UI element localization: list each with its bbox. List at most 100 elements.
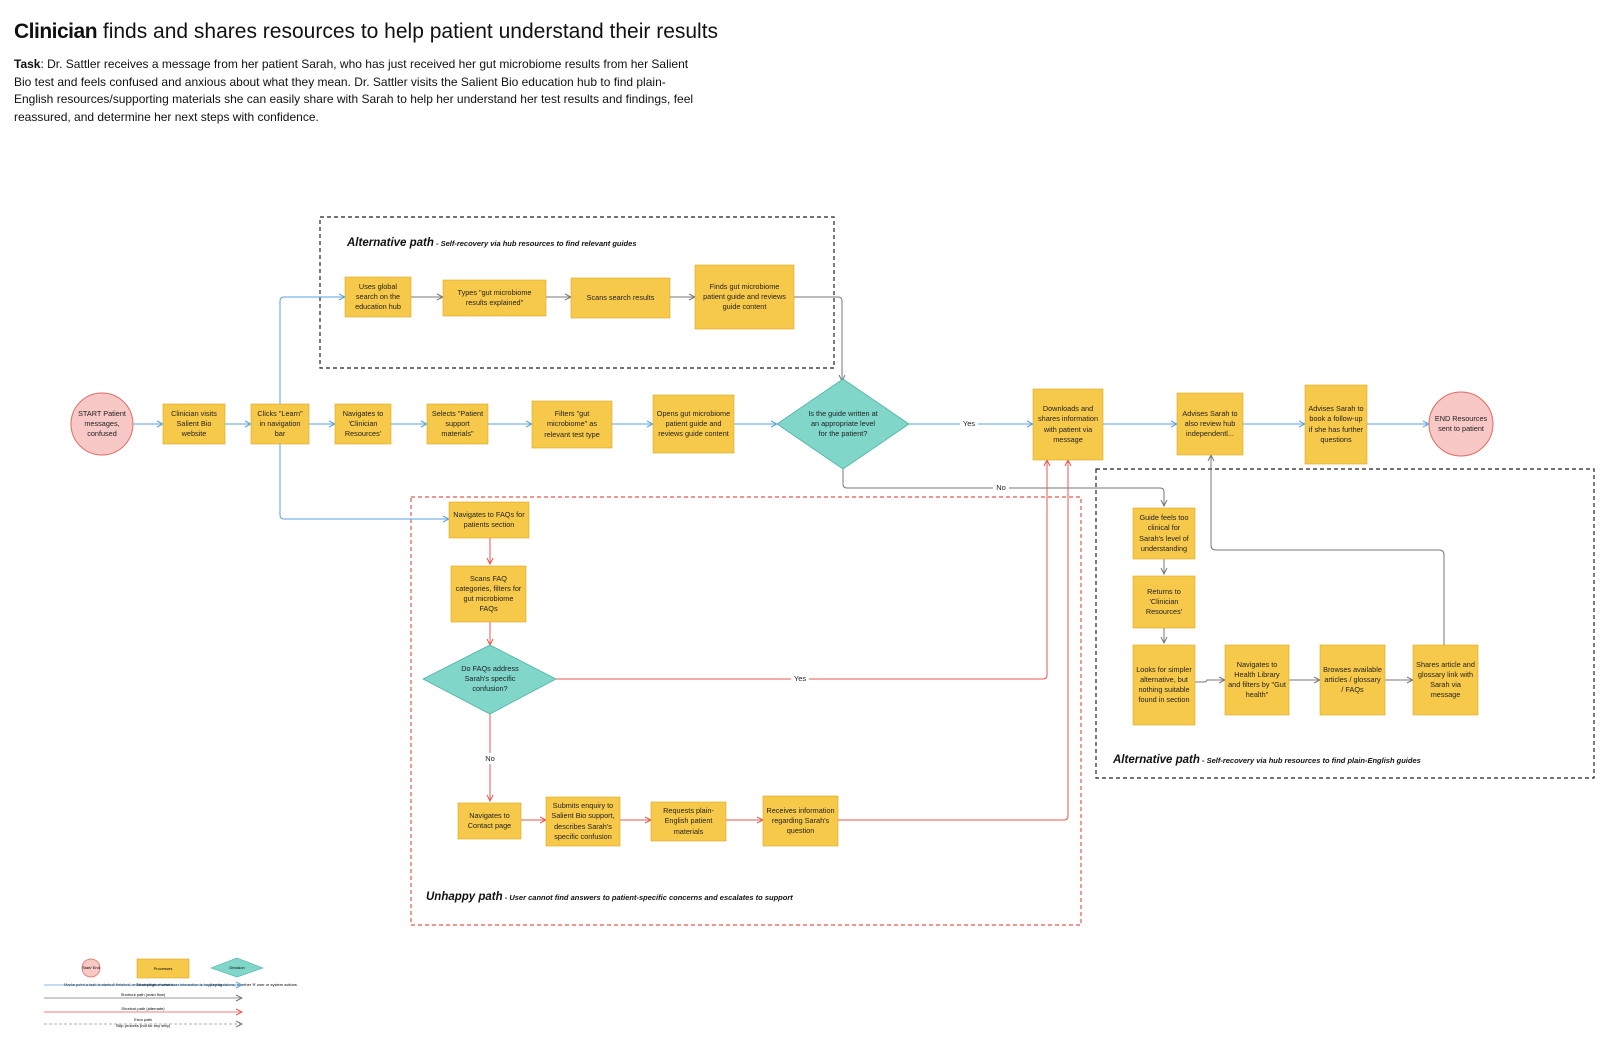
page-title: Clinician finds and shares resources to … bbox=[14, 18, 734, 46]
process-node-box bbox=[250, 403, 310, 445]
process-node-looks: Looks for simpler alternative, but nothi… bbox=[1132, 644, 1196, 726]
process-node-advise-review: Advises Sarah to also review hub indepen… bbox=[1176, 392, 1244, 456]
process-nodes: Clinician visits Salient Bio websiteClic… bbox=[162, 264, 1479, 847]
title-bold: Clinician bbox=[14, 20, 98, 43]
task-text: : Dr. Sattler receives a message from he… bbox=[14, 57, 694, 124]
process-node-label: Scans search results bbox=[586, 292, 655, 302]
edge-labels: Yes No Yes No bbox=[482, 418, 1009, 764]
process-node-label: Requests plain-English patient materials bbox=[663, 806, 714, 836]
alt-top-title: Alternative path bbox=[346, 237, 434, 249]
start-label: START Patient messages, confused bbox=[78, 408, 126, 439]
process-node-box bbox=[694, 264, 795, 330]
legend: Start/ End Processes Decision Marks poin… bbox=[44, 957, 297, 1028]
process-node-label: Looks for simpler alternative, but nothi… bbox=[1136, 664, 1192, 705]
process-node-visit: Clinician visits Salient Bio website bbox=[162, 403, 226, 445]
process-node-support: Selects "Patient support materials" bbox=[426, 403, 489, 445]
legend-decision-label: Decision bbox=[229, 965, 244, 970]
group-alternative-path-right: Alternative path - Self-recovery via hub… bbox=[1095, 468, 1595, 779]
process-node-shares: Shares article and glossary link with Sa… bbox=[1412, 644, 1479, 716]
process-node-tooclinical: Guide feels too clinical for Sarah's lev… bbox=[1132, 507, 1196, 560]
process-node-open: Opens gut microbiome patient guide and r… bbox=[652, 394, 735, 454]
svg-text:Alternative path - Self-recove: Alternative path - Self-recovery via hub… bbox=[1112, 754, 1421, 766]
process-node-finds: Finds gut microbiome patient guide and r… bbox=[694, 264, 795, 330]
process-node-box bbox=[1132, 644, 1196, 726]
process-node-label: Clinician visits Salient Bio website bbox=[171, 408, 217, 439]
process-node-box bbox=[1132, 507, 1196, 560]
legend-line-dashed-label: Skip process (not for any step) bbox=[116, 1023, 171, 1028]
title-rest: finds and shares resources to help patie… bbox=[97, 20, 719, 43]
alt-right-title: Alternative path bbox=[1112, 754, 1200, 766]
process-node-box bbox=[1224, 644, 1290, 716]
process-node-box bbox=[426, 403, 489, 445]
process-node-download: Downloads and shares information with pa… bbox=[1032, 388, 1104, 461]
process-node-label: Browses available articles / glossary / … bbox=[1323, 664, 1382, 695]
process-node-faqnav: Navigates to FAQs for patients section bbox=[448, 501, 530, 539]
legend-process-label: Processes bbox=[154, 966, 173, 971]
process-node-label: Filters "gut microbiome" as relevant tes… bbox=[544, 409, 600, 439]
process-node-box bbox=[442, 279, 547, 317]
start-node: START Patient messages, confused bbox=[70, 392, 134, 456]
legend-line-alt-label: Shortcut path (alternate) bbox=[121, 1006, 165, 1011]
unhappy-subtitle: - User cannot find answers to patient-sp… bbox=[503, 893, 794, 902]
end-label: END Resources sent to patient bbox=[1434, 413, 1488, 433]
process-node-box bbox=[1176, 392, 1244, 456]
process-node-box bbox=[570, 277, 671, 319]
process-node-label: Navigates to FAQs for patients section bbox=[453, 509, 525, 529]
decision-faqs-label: Do FAQs address Sarah's specific confusi… bbox=[461, 663, 519, 694]
process-node-healthlib: Navigates to Health Library and filters … bbox=[1224, 644, 1290, 716]
process-node-label: Opens gut microbiome patient guide and r… bbox=[656, 408, 731, 439]
process-node-box bbox=[450, 565, 527, 623]
process-node-label: Shares article and glossary link with Sa… bbox=[1416, 659, 1475, 700]
legend-terminal-desc: Marks point a task is started/ finished,… bbox=[64, 982, 174, 987]
process-node-returns: Returns to 'Clinician Resources' bbox=[1132, 575, 1196, 629]
process-node-label: Advises Sarah to also review hub indepen… bbox=[1182, 408, 1238, 439]
process-node-box bbox=[762, 795, 839, 847]
process-node-search: Uses global search on the education hub bbox=[344, 276, 412, 318]
process-node-label: Selects "Patient support materials" bbox=[431, 408, 484, 439]
process-node-label: Navigates to 'Clinician Resources' bbox=[342, 408, 384, 439]
process-node-box bbox=[457, 802, 522, 840]
legend-process-desc: Description of what user interaction is … bbox=[136, 982, 222, 987]
process-node-box bbox=[344, 276, 412, 318]
process-node-label: Downloads and shares information with pa… bbox=[1037, 404, 1099, 444]
edge-label-no-1: No bbox=[996, 483, 1006, 492]
svg-text:Unhappy path - User cannot fin: Unhappy path - User cannot find answers … bbox=[426, 891, 793, 903]
process-node-filter: Filters "gut microbiome" as relevant tes… bbox=[531, 400, 613, 449]
process-node-label: Types "gut microbiome results explained" bbox=[457, 287, 532, 307]
process-node-label: Advises Sarah to book a follow-up if she… bbox=[1308, 404, 1364, 444]
process-node-scans: Scans search results bbox=[570, 277, 671, 319]
unhappy-path-connectors bbox=[490, 460, 1068, 820]
task-description: Task: Dr. Sattler receives a message fro… bbox=[14, 56, 704, 126]
legend-line-happy-label: Shortcut path (main flow) bbox=[121, 992, 166, 997]
edge-label-yes-2: Yes bbox=[794, 674, 806, 683]
legend-process-shape bbox=[136, 958, 190, 979]
svg-text:Alternative path - Self-recove: Alternative path - Self-recovery via hub… bbox=[346, 237, 636, 249]
decision-guide-level: Is the guide written at an appropriate l… bbox=[776, 378, 910, 470]
alt-top-subtitle: - Self-recovery via hub resources to fin… bbox=[434, 239, 637, 248]
process-node-label: Uses global search on the education hub bbox=[355, 281, 401, 312]
edge-label-no-2: No bbox=[485, 754, 495, 763]
legend-terminal-label: Start/ End bbox=[82, 965, 100, 970]
legend-terminal-shape bbox=[81, 958, 101, 978]
process-node-box bbox=[448, 501, 530, 539]
legend-line-unhappy-label: Error path bbox=[134, 1017, 152, 1022]
process-node-receives: Receives information regarding Sarah's q… bbox=[762, 795, 839, 847]
process-node-label: Guide feels too clinical for Sarah's lev… bbox=[1139, 513, 1189, 553]
process-node-faqscan: Scans FAQ categories, filters for gut mi… bbox=[450, 565, 527, 623]
legend-decision-desc: Key decisions, whether 'if' user or syst… bbox=[210, 982, 297, 987]
process-node-box bbox=[162, 403, 226, 445]
process-node-advise-book: Advises Sarah to book a follow-up if she… bbox=[1304, 384, 1368, 465]
process-node-label: Navigates to Contact page bbox=[467, 810, 512, 830]
process-node-box bbox=[1304, 384, 1368, 465]
process-node-box bbox=[652, 394, 735, 454]
process-node-label: Scans FAQ categories, filters for gut mi… bbox=[455, 573, 522, 614]
process-node-label: Finds gut microbiome patient guide and r… bbox=[703, 281, 786, 312]
edge-label-yes-1: Yes bbox=[963, 419, 975, 428]
process-node-label: Receives information regarding Sarah's q… bbox=[766, 805, 835, 836]
process-node-browses: Browses available articles / glossary / … bbox=[1319, 644, 1386, 716]
page-heading: Clinician finds and shares resources to … bbox=[14, 18, 734, 126]
end-node: END Resources sent to patient bbox=[1428, 391, 1494, 457]
process-node-box bbox=[531, 400, 613, 449]
process-node-label: Submits enquiry to Salient Bio support, … bbox=[551, 801, 615, 841]
decision-guide-level-label: Is the guide written at an appropriate l… bbox=[808, 408, 878, 439]
